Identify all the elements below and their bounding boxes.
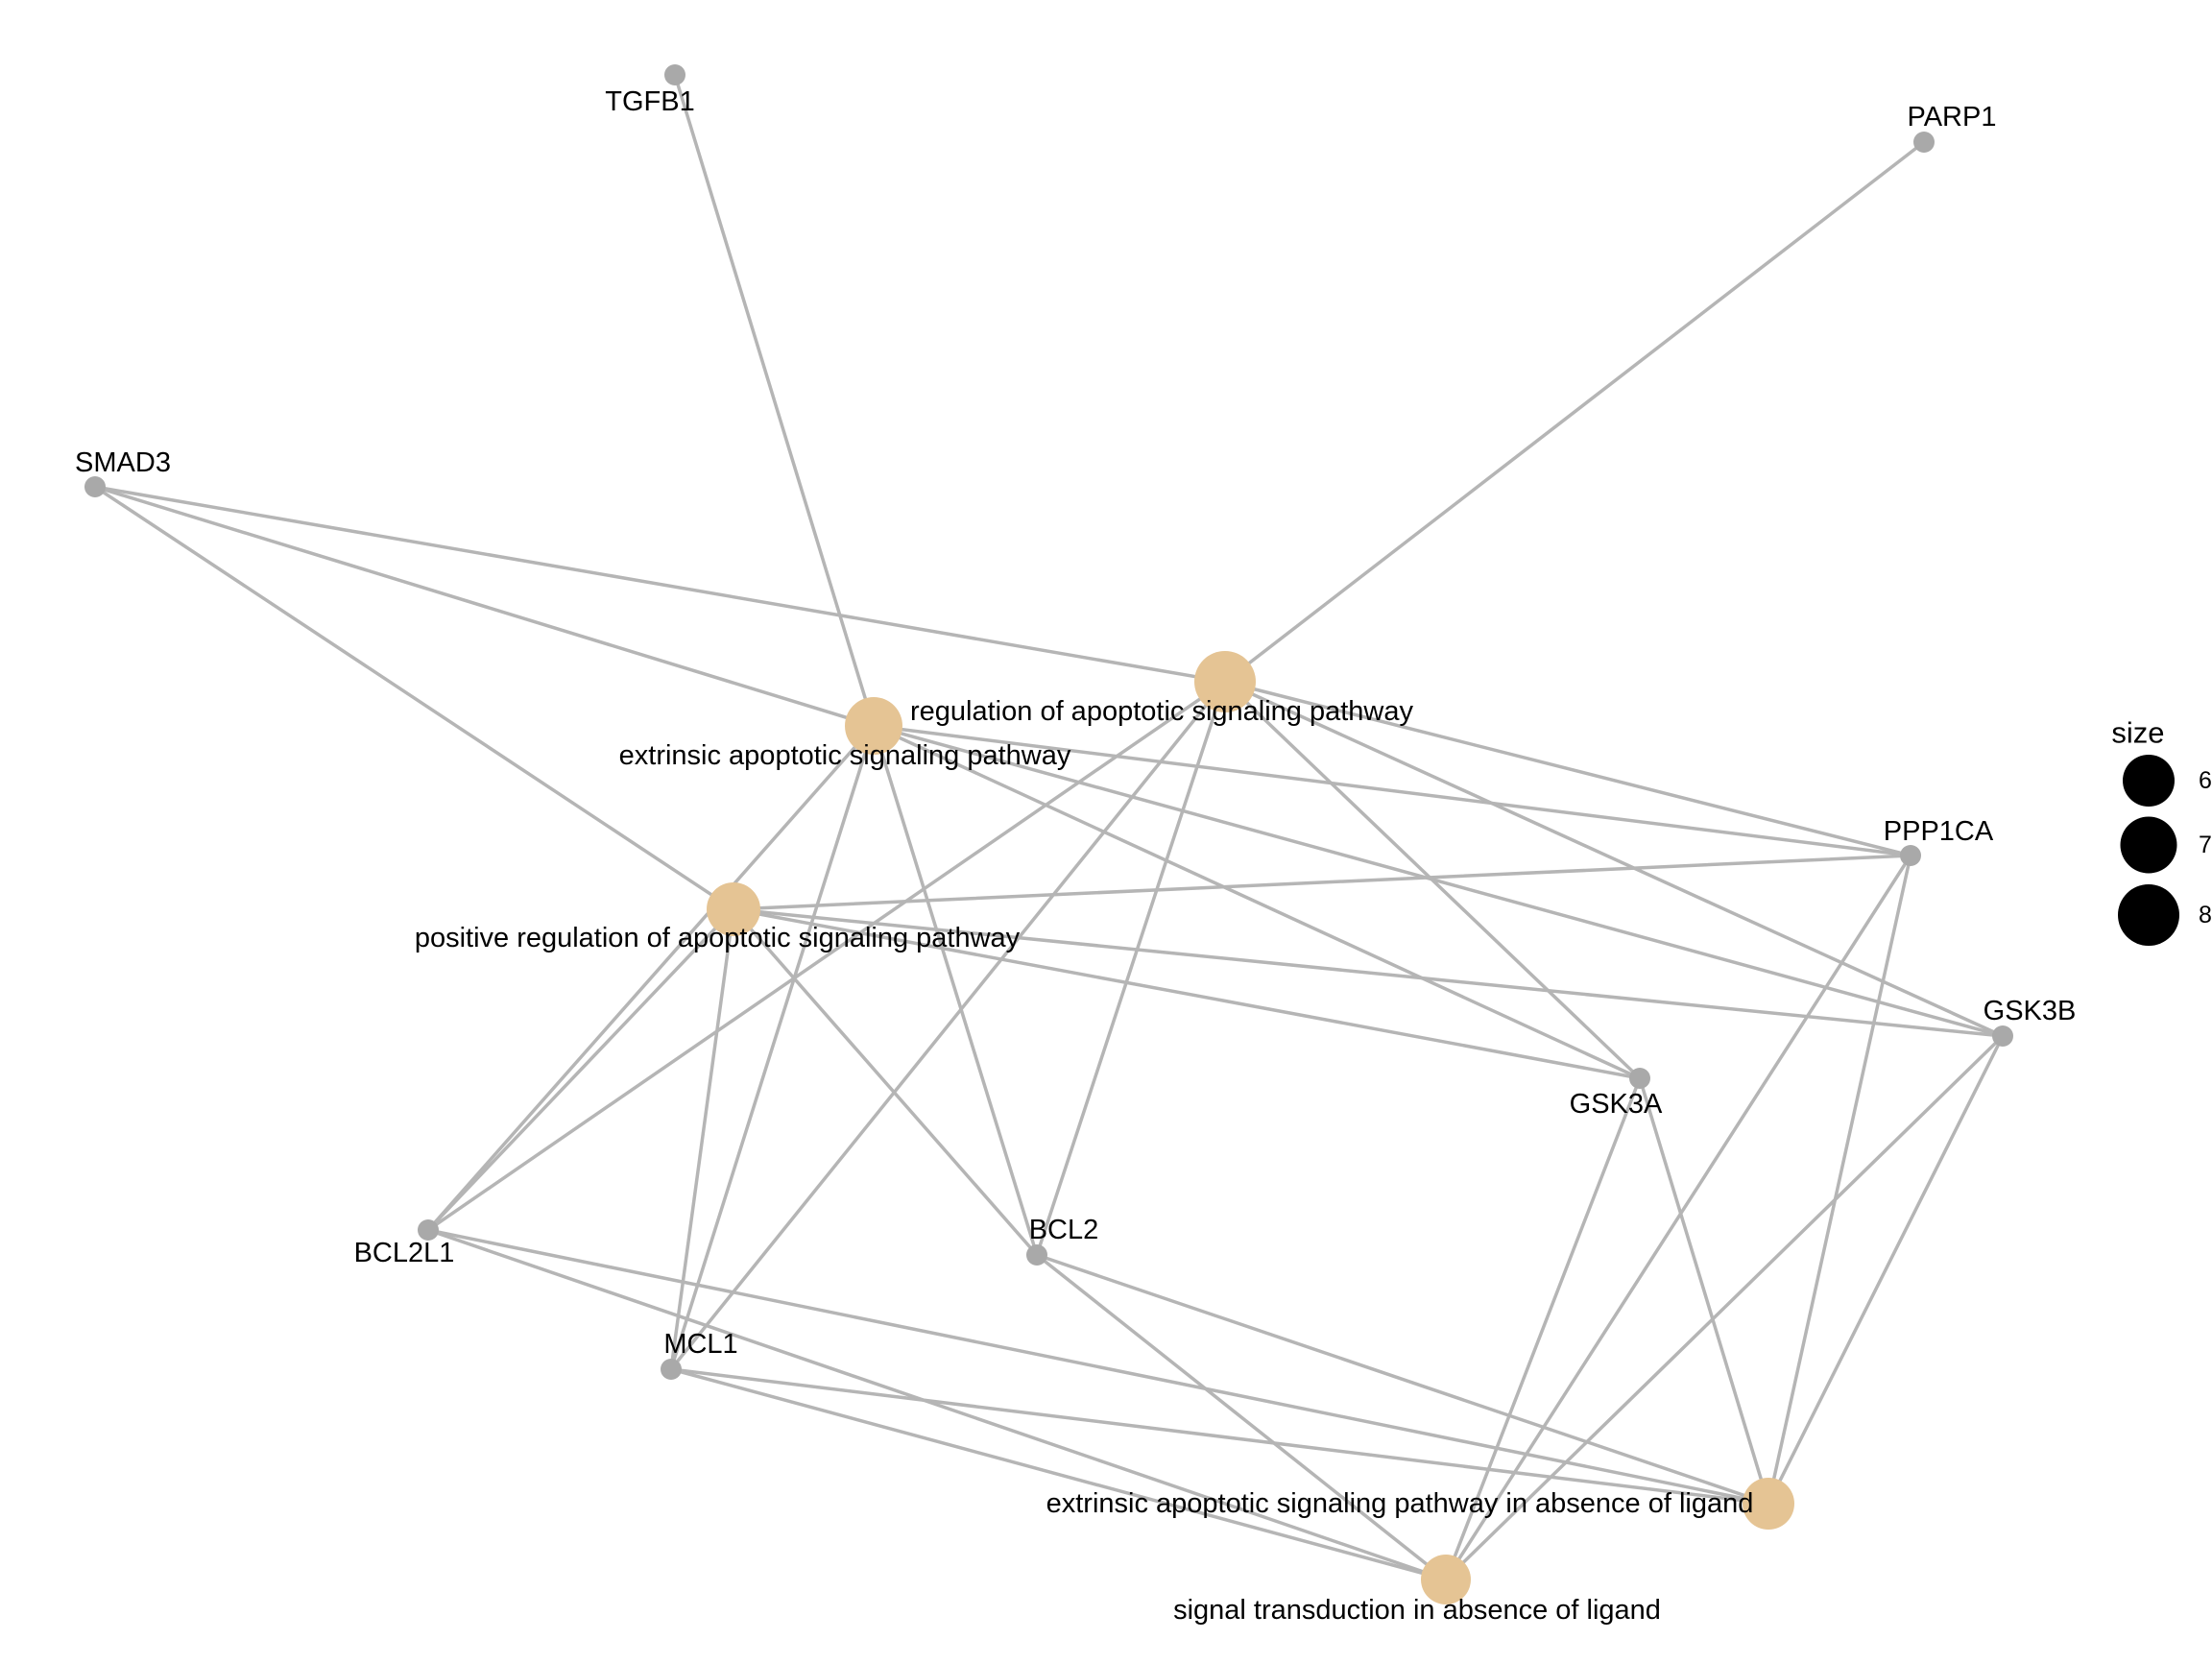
edge-c5-GSK3A (1444, 1076, 1642, 1581)
edge-c5-PPP1CA (1444, 854, 1912, 1581)
edge-c3-PPP1CA (732, 854, 1912, 911)
gene-label-GSK3A: GSK3A (1570, 1089, 1663, 1120)
gene-label-BCL2L1: BCL2L1 (354, 1238, 455, 1268)
category-label-c3: positive regulation of apoptotic signali… (415, 923, 1021, 953)
edge-c2-SMAD3 (93, 485, 1227, 684)
edge-c1-MCL1 (669, 724, 876, 1371)
gene-node-BCL2L1 (418, 1219, 439, 1241)
category-label-c2: regulation of apoptotic signaling pathwa… (910, 696, 1413, 727)
edge-c3-BCL2 (732, 907, 1039, 1257)
gene-label-PARP1: PARP1 (1908, 102, 1997, 133)
gene-node-PPP1CA (1900, 845, 1921, 866)
edge-c4-PPP1CA (1767, 854, 1912, 1506)
gene-node-GSK3A (1629, 1068, 1650, 1089)
edge-c5-GSK3B (1444, 1034, 2005, 1581)
category-label-c4: extrinsic apoptotic signaling pathway in… (1046, 1488, 1754, 1519)
edge-c5-MCL1 (669, 1367, 1448, 1581)
edge-c3-BCL2L1 (426, 907, 735, 1232)
gene-label-BCL2: BCL2 (1029, 1215, 1099, 1245)
legend-title: size (2111, 716, 2164, 750)
edges-layer (93, 73, 2005, 1581)
edge-c3-MCL1 (669, 907, 735, 1371)
category-node-c5 (1421, 1555, 1471, 1604)
edge-c2-PPP1CA (1223, 680, 1912, 857)
edge-c5-BCL2L1 (426, 1228, 1448, 1581)
edge-c5-BCL2 (1035, 1253, 1448, 1581)
edge-c1-PPP1CA (872, 724, 1912, 857)
gene-node-GSK3B (1992, 1025, 2013, 1047)
gene-node-SMAD3 (84, 476, 106, 497)
category-node-c2 (1194, 651, 1256, 712)
edge-c1-BCL2 (872, 724, 1039, 1257)
legend-circle-6 (2123, 755, 2175, 807)
edge-c1-GSK3A (872, 724, 1642, 1080)
edge-c2-GSK3A (1223, 680, 1642, 1080)
labels-layer: extrinsic apoptotic signaling pathway reg… (75, 86, 2076, 1626)
edge-c4-GSK3A (1638, 1076, 1770, 1506)
category-node-c3 (707, 882, 760, 936)
edge-c1-GSK3B (872, 724, 2005, 1038)
edge-c3-GSK3A (732, 907, 1642, 1080)
category-label-c5: signal transduction in absence of ligand (1173, 1595, 1661, 1626)
gene-node-TGFB1 (664, 64, 685, 85)
legend-value-8: 8 (2199, 902, 2212, 928)
edge-c4-BCL2 (1035, 1253, 1770, 1506)
edge-c4-GSK3B (1767, 1034, 2005, 1506)
gene-label-GSK3B: GSK3B (1984, 996, 2077, 1026)
edge-c4-BCL2L1 (426, 1228, 1770, 1506)
edge-c1-BCL2L1 (426, 724, 876, 1232)
legend-value-6: 6 (2199, 767, 2212, 794)
edge-c3-GSK3B (732, 907, 2005, 1038)
legend-circle-8 (2118, 884, 2179, 946)
edge-c1-SMAD3 (93, 485, 876, 728)
edge-c4-MCL1 (669, 1367, 1770, 1506)
gene-label-SMAD3: SMAD3 (75, 447, 171, 478)
gene-node-MCL1 (661, 1359, 682, 1380)
nodes-layer (84, 64, 2013, 1604)
edge-c2-BCL2L1 (426, 680, 1227, 1232)
gene-label-TGFB1: TGFB1 (605, 86, 694, 117)
edge-c3-SMAD3 (93, 485, 735, 911)
category-label-c1: extrinsic apoptotic signaling pathway (619, 740, 1071, 771)
size-legend: size 6 7 8 (2111, 716, 2212, 946)
gene-node-BCL2 (1026, 1244, 1047, 1266)
edge-c2-BCL2 (1035, 680, 1227, 1257)
gene-node-PARP1 (1913, 132, 1935, 153)
category-node-c4 (1743, 1478, 1794, 1530)
edge-c2-MCL1 (669, 680, 1227, 1371)
edge-c2-GSK3B (1223, 680, 2005, 1038)
category-node-c1 (845, 697, 902, 755)
gene-label-PPP1CA: PPP1CA (1884, 816, 1994, 847)
edge-c1-TGFB1 (673, 73, 876, 728)
gene-label-MCL1: MCL1 (663, 1329, 737, 1360)
legend-value-7: 7 (2199, 832, 2212, 858)
legend-circle-7 (2120, 816, 2177, 874)
edge-c2-PARP1 (1223, 140, 1926, 684)
